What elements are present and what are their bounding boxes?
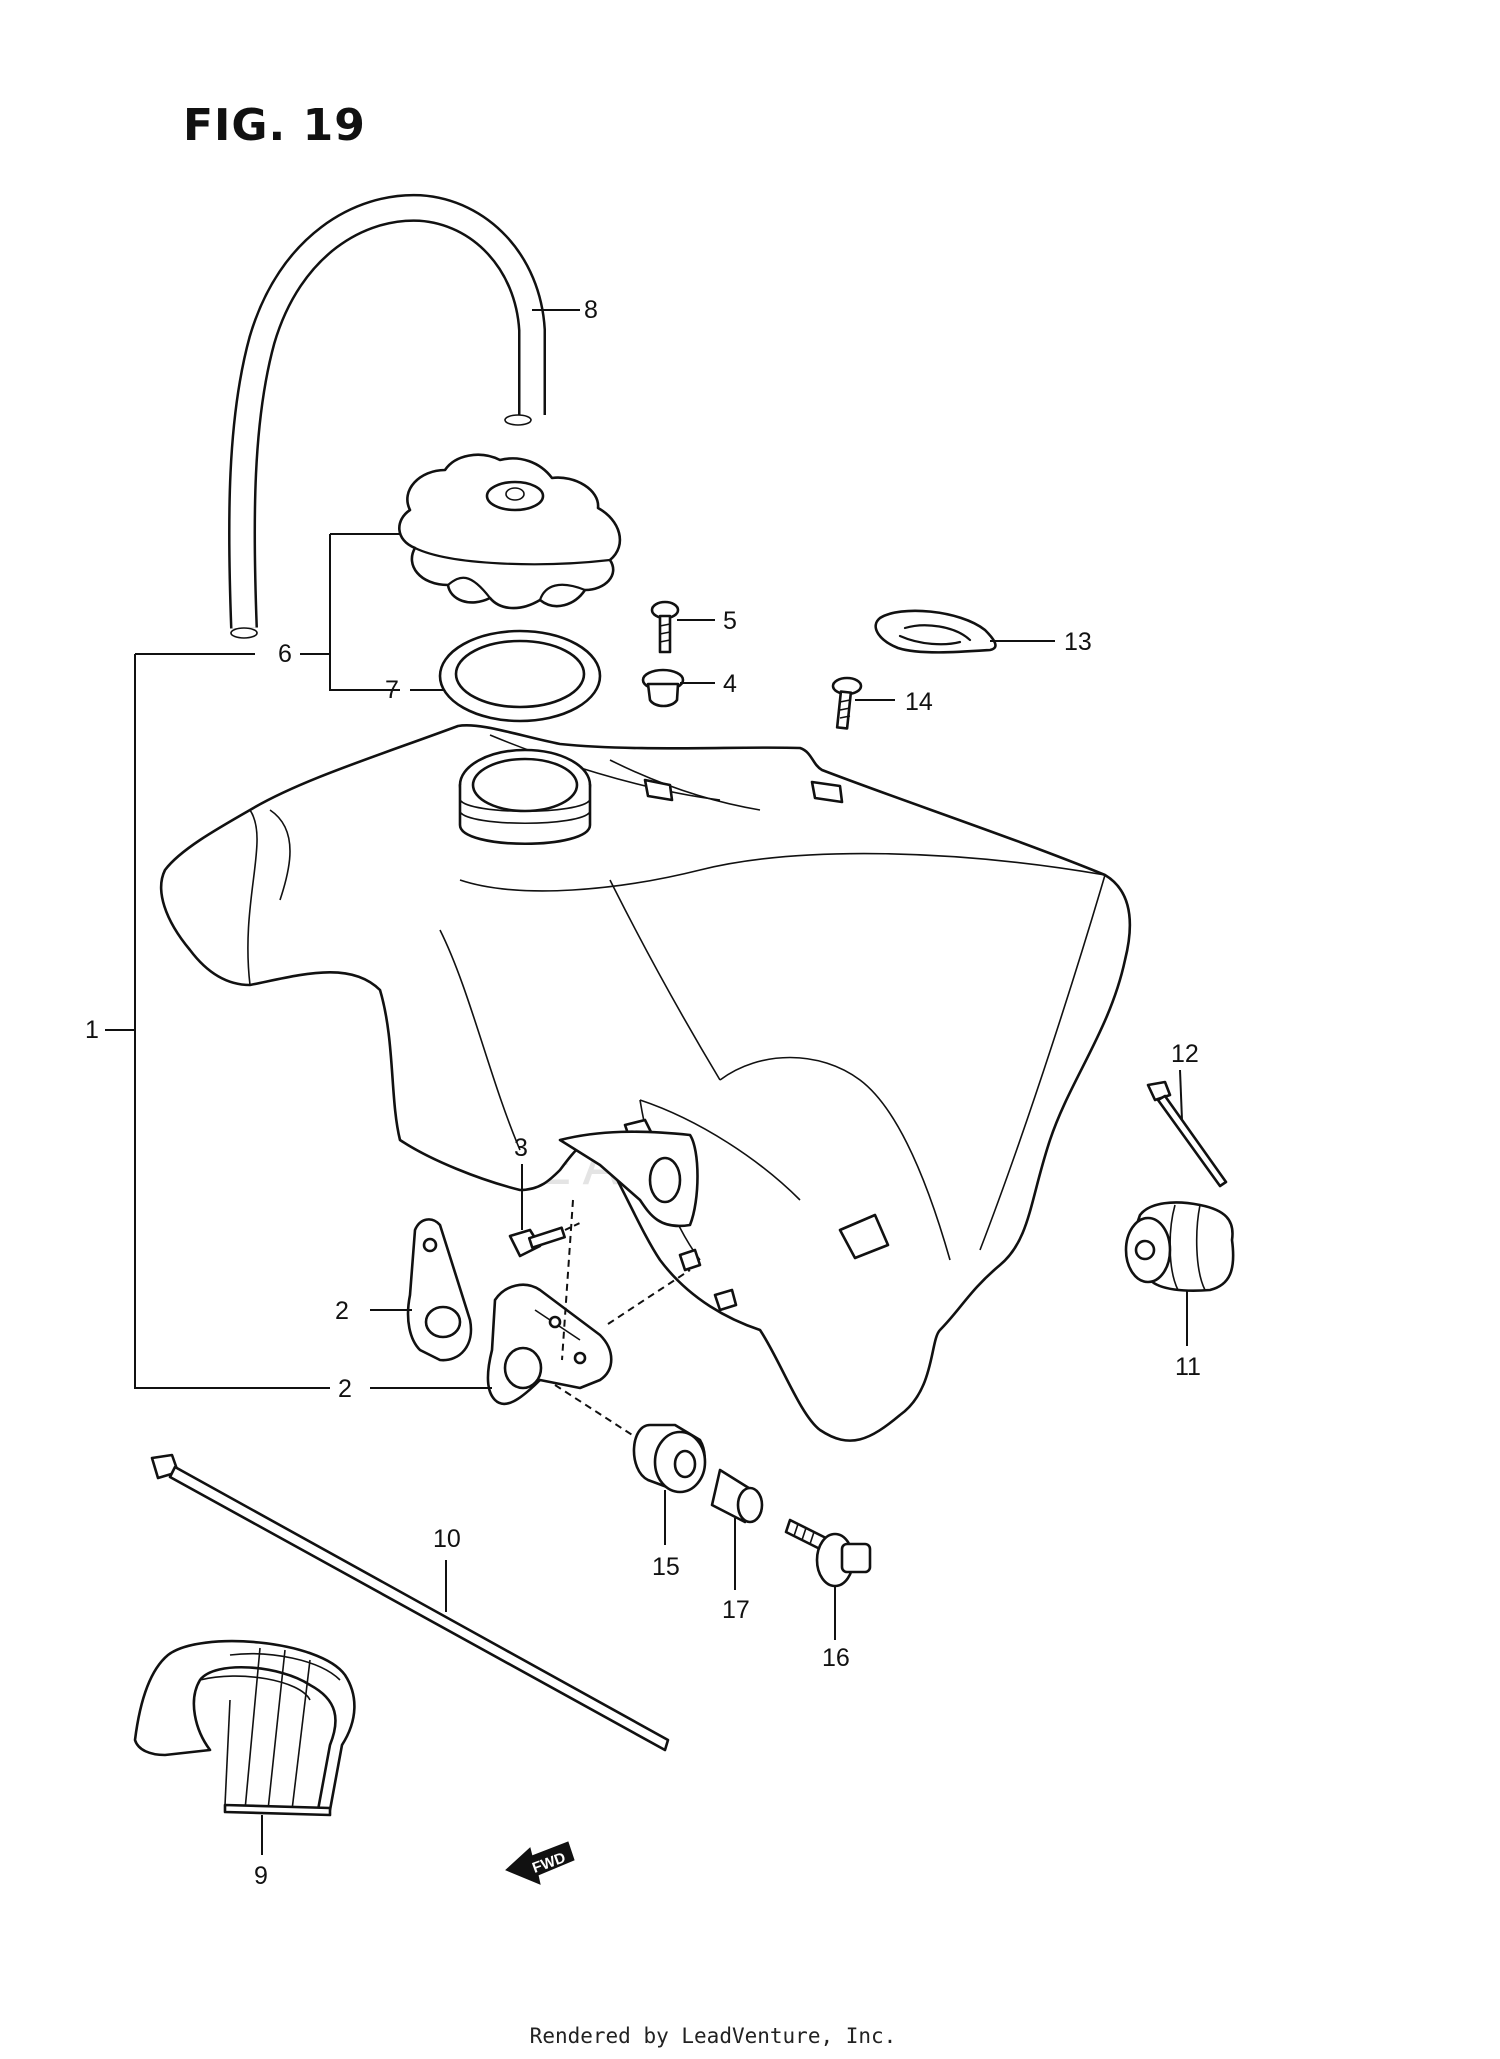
screw-part-14: [831, 676, 863, 730]
bolt-part-16: [784, 1518, 872, 1588]
bracket-part-2-upper: [406, 1218, 473, 1362]
damper-part-11: [1124, 1201, 1235, 1292]
grommet-part-15: [632, 1423, 707, 1494]
callout-4: 4: [723, 670, 737, 698]
callout-8: 8: [584, 296, 598, 324]
cable-tie-part-10: [150, 1453, 670, 1752]
footer-credit: Rendered by LeadVenture, Inc.: [0, 2024, 1500, 2048]
callout-6: 6: [278, 640, 292, 668]
callout-17: 17: [722, 1596, 750, 1624]
callout-16: 16: [822, 1644, 850, 1672]
gasket-part-7: [438, 629, 602, 723]
callout-2-lower: 2: [338, 1375, 352, 1403]
hose-part-8: [227, 193, 546, 639]
fwd-label: FWD: [530, 1849, 568, 1877]
bolt-part-3: [508, 1221, 583, 1258]
bracket-part-2-lower: [486, 1199, 691, 1441]
screw-part-5: [650, 600, 680, 654]
callout-labels: 8 6 7 5 4 13 14 1 12 3 2 2 11 10 15 17 1…: [85, 296, 1201, 1890]
callout-10: 10: [433, 1525, 461, 1553]
callout-12: 12: [1171, 1040, 1199, 1068]
callout-3: 3: [514, 1134, 528, 1162]
callout-13: 13: [1064, 628, 1092, 656]
clip-part-13: [874, 609, 997, 654]
fuel-tank-part-1: [159, 724, 1132, 1442]
cover-part-9: [133, 1639, 356, 1817]
fwd-arrow-icon: FWD: [505, 1841, 575, 1885]
cable-tie-part-12: [1146, 1080, 1228, 1188]
collar-part-17: [710, 1468, 764, 1524]
callout-1: 1: [85, 1016, 99, 1044]
callout-5: 5: [723, 607, 737, 635]
leader-lines: [105, 309, 1188, 1855]
footer-text: Rendered by LeadVenture, Inc.: [529, 2024, 897, 2048]
callout-11: 11: [1175, 1353, 1201, 1381]
callout-14: 14: [905, 688, 933, 716]
figure-title: FIG. 19: [183, 100, 366, 151]
fuel-cap-part-6: [398, 453, 622, 610]
callout-15: 15: [652, 1553, 680, 1581]
callout-9: 9: [254, 1862, 268, 1890]
nut-part-4: [641, 668, 685, 708]
callout-7: 7: [385, 676, 399, 704]
callout-2-upper: 2: [335, 1297, 349, 1325]
